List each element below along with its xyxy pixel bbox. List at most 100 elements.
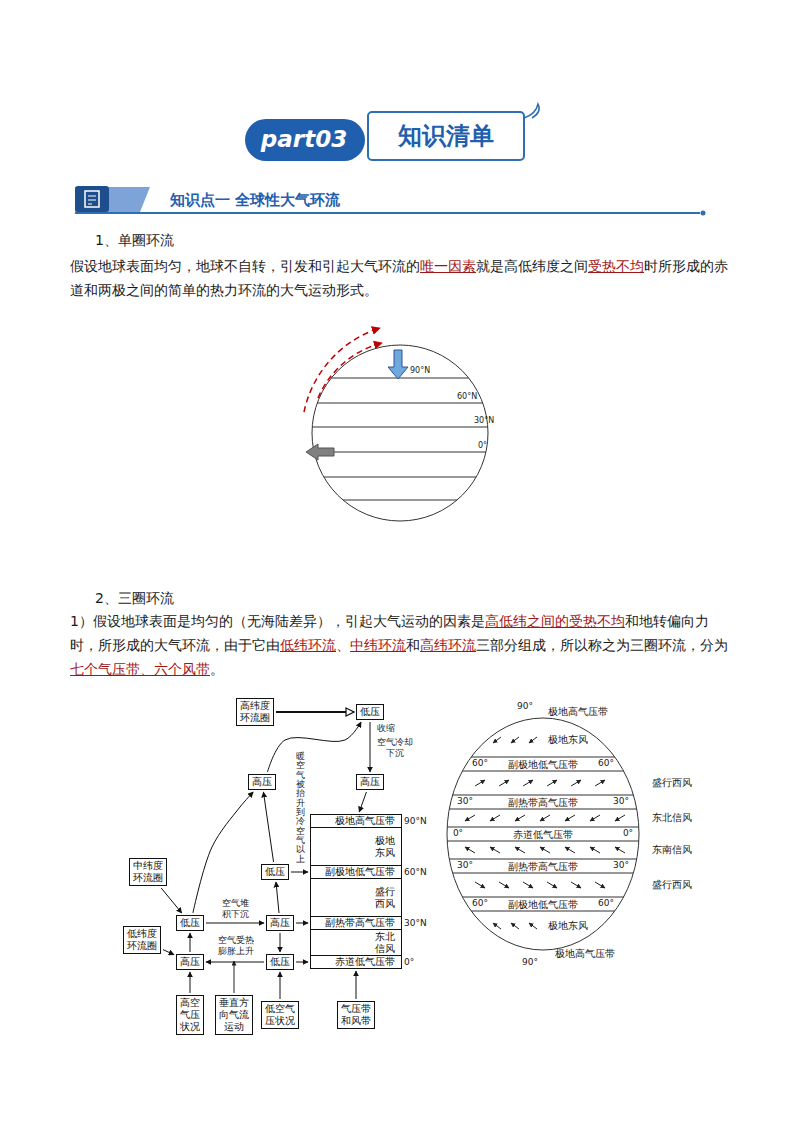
wind-arrow bbox=[465, 815, 475, 821]
label-text: 60°N bbox=[404, 867, 427, 878]
label-text: 60°N bbox=[457, 392, 477, 402]
single-cell-globe bbox=[318, 343, 382, 398]
paragraph: 假设地球表面均匀，地球不自转，引发和引起大气环流的唯一因素就是高低纬度之间受热不… bbox=[70, 254, 730, 302]
wind-arrow bbox=[499, 882, 509, 888]
label-text: 副极地低气压带 bbox=[508, 899, 578, 910]
wind-arrow bbox=[490, 847, 500, 853]
highlight-text: 高纬环流 bbox=[420, 637, 476, 653]
wind-arrow bbox=[547, 882, 557, 888]
label-text: 副热带高气压带 bbox=[508, 861, 578, 872]
label-text: 30°N bbox=[474, 416, 494, 426]
label-text: 0° bbox=[453, 829, 463, 839]
label-text: 2、三圈环流 bbox=[95, 590, 174, 607]
wind-arrow bbox=[565, 847, 575, 853]
wind-arrow bbox=[590, 847, 600, 853]
belt-box: 赤道低气压带 bbox=[310, 955, 402, 969]
connector bbox=[206, 962, 264, 963]
wind-arrow bbox=[540, 847, 550, 853]
node-text: 低压 bbox=[360, 706, 380, 718]
node-text: 高压 bbox=[180, 956, 200, 968]
label-text: 30° bbox=[613, 861, 629, 871]
process-box: 低压 bbox=[261, 864, 289, 880]
wind-arrow bbox=[493, 923, 501, 929]
wind-arrow bbox=[523, 780, 533, 786]
single-cell-globe bbox=[300, 477, 500, 478]
wind-arrow bbox=[529, 923, 537, 929]
paragraph: 1）假设地球表面是均匀的（无海陆差异），引起大气运动的因素是高低纬之间的受热不均… bbox=[70, 609, 730, 681]
wind-arrow bbox=[595, 882, 605, 888]
section-bar bbox=[75, 186, 109, 212]
connector bbox=[267, 722, 361, 772]
section-bar bbox=[75, 187, 150, 212]
process-box: 高压 bbox=[248, 774, 276, 790]
connector bbox=[280, 972, 281, 999]
node-text: 气压带和风带 bbox=[341, 1003, 371, 1027]
connector bbox=[356, 971, 357, 999]
node-text: 高空气压状况 bbox=[180, 997, 200, 1033]
section-bar bbox=[75, 186, 706, 216]
wind-arrow bbox=[511, 737, 519, 743]
label-text: 30° bbox=[457, 797, 473, 807]
connector bbox=[296, 923, 308, 924]
three-cell-figure bbox=[440, 827, 650, 828]
paragraph-text: 。 bbox=[210, 661, 224, 677]
node-text: 高压 bbox=[270, 917, 290, 929]
node-text: 低压 bbox=[265, 866, 285, 878]
single-cell-globe bbox=[300, 328, 500, 521]
single-cell-globe bbox=[300, 500, 500, 501]
banner bbox=[368, 112, 524, 160]
highlight-text: 受热不均 bbox=[588, 258, 644, 274]
highlight-text: 高低纬之间的受热不均 bbox=[485, 613, 625, 629]
label-text: 0° bbox=[404, 957, 414, 968]
belt-box: 盛行西风 bbox=[310, 878, 402, 917]
page-heading: 知识清单 bbox=[398, 122, 494, 151]
connector bbox=[190, 972, 191, 993]
node-text: 副极地低气压带 bbox=[325, 866, 395, 878]
banner bbox=[245, 119, 365, 161]
label-text: 30°N bbox=[404, 918, 427, 929]
three-cell-figure bbox=[440, 841, 650, 842]
node-text: 中纬度环流圈 bbox=[133, 860, 163, 884]
belt-box: 副热带高气压带 bbox=[310, 916, 402, 930]
process-box: 气压带和风带 bbox=[337, 1001, 375, 1029]
highlight-text: 中纬环流 bbox=[350, 637, 406, 653]
wind-arrow bbox=[547, 780, 557, 786]
wind-arrow bbox=[493, 737, 501, 743]
label-text: 30° bbox=[613, 797, 629, 807]
label-text: 30° bbox=[457, 861, 473, 871]
wind-arrow bbox=[595, 780, 605, 786]
label-text: 赤道低气压带 bbox=[513, 829, 573, 840]
single-cell-globe bbox=[300, 427, 500, 428]
three-cell-figure bbox=[440, 897, 650, 898]
wind-arrow bbox=[465, 847, 475, 853]
label-text: 90° bbox=[522, 957, 538, 968]
node-text: 盛行西风 bbox=[375, 886, 395, 910]
highlight-text: 唯一因素 bbox=[420, 258, 476, 274]
label-text: 暖空气被抬升到冷空气以上 bbox=[296, 752, 305, 864]
three-cell-figure bbox=[440, 757, 650, 911]
paragraph-text: 1）假设地球表面是均匀的（无海陆差异），引起大气运动的因素是 bbox=[70, 613, 485, 629]
section-bar bbox=[88, 196, 96, 204]
three-cell-figure bbox=[440, 757, 650, 758]
three-cell-figure bbox=[234, 961, 235, 993]
section-bar bbox=[75, 212, 700, 214]
process-box: 高压 bbox=[176, 954, 204, 970]
label-text: 90° bbox=[517, 701, 533, 712]
label-text: 极地东风 bbox=[548, 920, 588, 932]
paragraph-text: 就是高低纬度之间 bbox=[476, 258, 588, 274]
connector bbox=[190, 933, 191, 952]
three-cell-figure bbox=[440, 771, 650, 772]
process-box: 垂直方向气流运动 bbox=[215, 995, 253, 1035]
label-text: part03 bbox=[261, 126, 347, 154]
process-box: 低压 bbox=[176, 915, 204, 931]
banner bbox=[245, 104, 539, 161]
connector bbox=[161, 888, 182, 913]
single-cell-globe bbox=[300, 403, 500, 404]
label-text: 90°N bbox=[410, 366, 430, 376]
node-text: 高压 bbox=[252, 776, 272, 788]
wind-arrow bbox=[590, 815, 600, 821]
wind-arrow bbox=[511, 923, 519, 929]
single-cell-globe bbox=[312, 345, 488, 521]
node-text: 低纬度环流圈 bbox=[127, 928, 157, 952]
connector bbox=[276, 882, 279, 913]
